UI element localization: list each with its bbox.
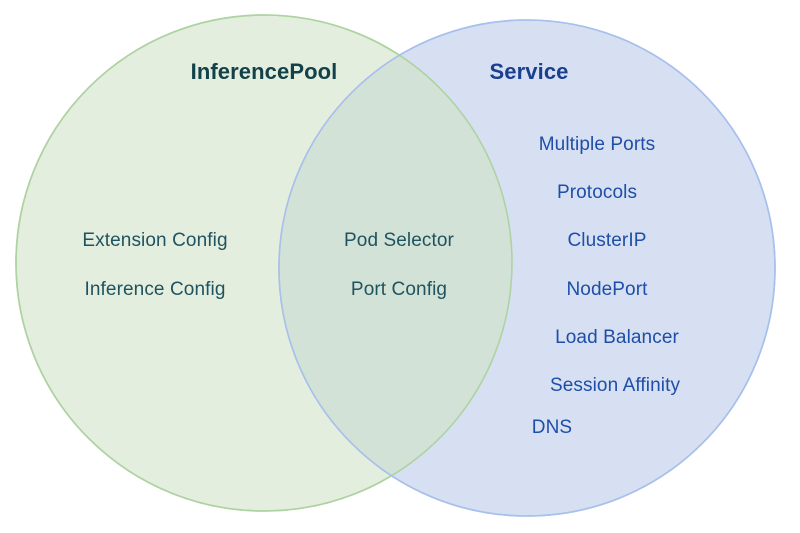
list-item-port-config: Port Config [350,279,448,300]
list-item-protocols: Protocols [556,182,638,203]
list-item-inference-config: Inference Config [84,279,226,300]
set-title-service: Service [489,59,569,84]
list-item-session-affinity: Session Affinity [549,375,681,396]
circle-service-outline [278,19,776,517]
list-item-clusterip: ClusterIP [567,230,647,251]
set-title-inferencepool: InferencePool [190,59,338,84]
list-item-nodeport: NodePort [566,279,648,300]
list-item-load-balancer: Load Balancer [555,327,679,348]
circle-inferencepool-outline [15,14,513,512]
circle-intersection[interactable] [279,20,775,516]
list-item-dns: DNS [531,417,573,438]
list-item-extension-config: Extension Config [82,230,228,251]
list-item-multiple-ports: Multiple Ports [538,134,656,155]
list-item-pod-selector: Pod Selector [344,230,454,251]
